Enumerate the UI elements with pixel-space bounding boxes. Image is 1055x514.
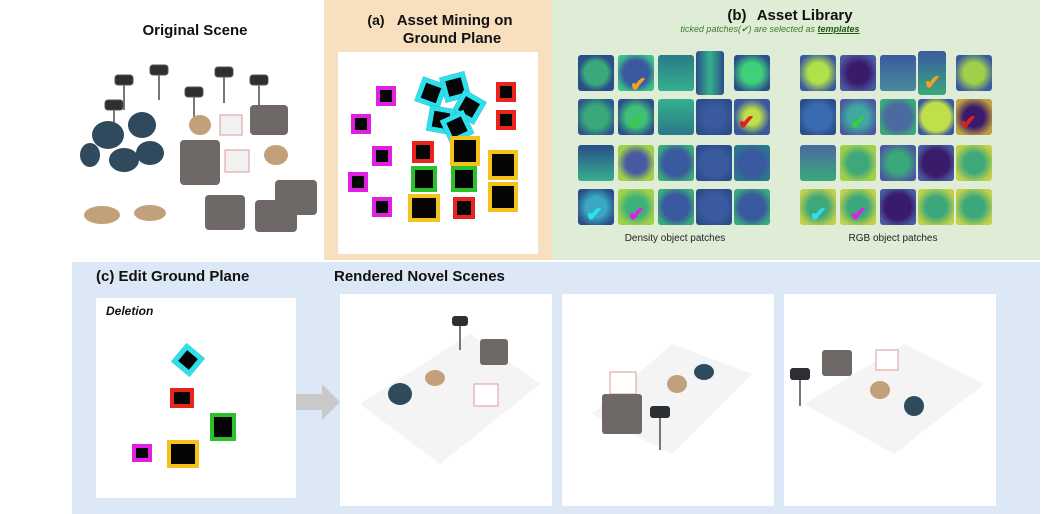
magenta-marker: [372, 146, 392, 166]
density-patch: [734, 189, 770, 225]
rendered-scene-1: [340, 294, 552, 506]
density-patch: [696, 51, 724, 95]
check-icon: ✔: [924, 72, 941, 94]
right-arrow-icon: [296, 384, 340, 420]
density-patch: [696, 189, 732, 225]
yellow-marker: [167, 440, 199, 468]
render-panel-title: Rendered Novel Scenes: [334, 268, 505, 285]
density-patch: [578, 99, 614, 135]
density-patch: [734, 55, 770, 91]
rgb-patch: [840, 99, 876, 135]
rgb-patch: [918, 51, 946, 95]
density-patch: [734, 99, 770, 135]
rgb-patch: [880, 99, 916, 135]
check-icon: ✔: [850, 112, 867, 134]
density-patch: [618, 99, 654, 135]
rgb-patch: [918, 189, 954, 225]
asset-library-subtitle-text: ticked patches(✔) are selected as: [680, 24, 818, 34]
density-patch: [578, 189, 614, 225]
check-icon: ✔: [960, 112, 977, 134]
red-marker: [453, 197, 475, 219]
density-patch: [618, 145, 654, 181]
rgb-patch: [880, 189, 916, 225]
ground-plane-map: [338, 52, 538, 254]
density-patch: [578, 145, 614, 181]
density-patch: [618, 189, 654, 225]
red-marker: [496, 110, 516, 130]
check-icon: ✔: [810, 204, 827, 226]
check-icon: ✔: [630, 74, 647, 96]
deletion-label: Deletion: [106, 304, 154, 318]
asset-library-title: (b) Asset Library: [640, 7, 940, 24]
asset-mining-title-line1: Asset Mining on: [396, 12, 513, 29]
green-marker: [210, 413, 236, 441]
asset-mining-title: (a) Asset Mining on Ground Plane: [340, 11, 540, 48]
rgb-patch-grid: ✔ ✔ ✔ ✔ ✔: [800, 51, 992, 235]
edited-ground-plane: Deletion: [96, 298, 296, 498]
density-caption: Density object patches: [624, 233, 726, 244]
asset-library-title-text: Asset Library: [756, 7, 853, 24]
red-marker: [412, 141, 434, 163]
rgb-patch: [800, 189, 836, 225]
cyan-marker: [171, 343, 205, 377]
edit-panel-title: (c) Edit Ground Plane: [96, 268, 250, 285]
rgb-patch: [956, 55, 992, 91]
rgb-patch: [840, 189, 876, 225]
magenta-marker: [348, 172, 368, 192]
rgb-patch: [956, 145, 992, 181]
check-icon: ✔: [738, 112, 755, 134]
rendered-scene-2-image: [592, 344, 752, 454]
rgb-caption: RGB object patches: [848, 233, 938, 244]
magenta-marker: [376, 86, 396, 106]
templates-emphasis: templates: [817, 24, 860, 34]
rendered-scene-3-image: [790, 344, 984, 454]
density-patch: [578, 55, 614, 91]
green-marker: [411, 166, 437, 192]
rgb-patch: [956, 189, 992, 225]
density-patch: [658, 55, 694, 91]
density-patch: [696, 99, 732, 135]
density-patch-grid: ✔ ✔ ✔ ✔ ✔: [578, 51, 770, 235]
red-marker: [170, 388, 194, 408]
asset-library-label: (b): [727, 7, 747, 24]
density-patch: [734, 145, 770, 181]
yellow-marker: [408, 194, 440, 222]
rgb-patch: [800, 99, 836, 135]
rgb-patch: [840, 55, 876, 91]
density-patch: [658, 145, 694, 181]
red-marker: [496, 82, 516, 102]
rendered-scene-2: [562, 294, 774, 506]
rgb-patch: [840, 145, 876, 181]
rgb-patch: [880, 55, 916, 91]
magenta-marker: [351, 114, 371, 134]
density-patch: [618, 55, 654, 91]
yellow-marker: [488, 182, 518, 212]
asset-mining-title-line2: Ground Plane: [402, 30, 502, 47]
asset-mining-label: (a): [367, 12, 385, 28]
magenta-marker: [132, 444, 152, 462]
check-icon: ✔: [850, 204, 867, 226]
yellow-marker: [450, 136, 480, 166]
rgb-patch: [800, 55, 836, 91]
green-marker: [451, 166, 477, 192]
original-scene-image: [80, 64, 317, 232]
rendered-scene-1-image: [360, 316, 540, 464]
density-patch: [658, 99, 694, 135]
original-scene-title: Original Scene: [142, 22, 248, 39]
check-icon: ✔: [628, 112, 645, 134]
rgb-patch: [918, 99, 954, 135]
rgb-patch: [880, 145, 916, 181]
density-patch: [696, 145, 732, 181]
rgb-patch: [956, 99, 992, 135]
yellow-marker: [488, 150, 518, 180]
magenta-marker: [372, 197, 392, 217]
rgb-patch: [800, 145, 836, 181]
rgb-patch: [918, 145, 954, 181]
density-patch: [658, 189, 694, 225]
check-icon: ✔: [586, 204, 603, 226]
check-icon: ✔: [628, 204, 645, 226]
rendered-scene-3: [784, 294, 996, 506]
asset-library-subtitle: ticked patches(✔) are selected as templa…: [600, 24, 940, 35]
